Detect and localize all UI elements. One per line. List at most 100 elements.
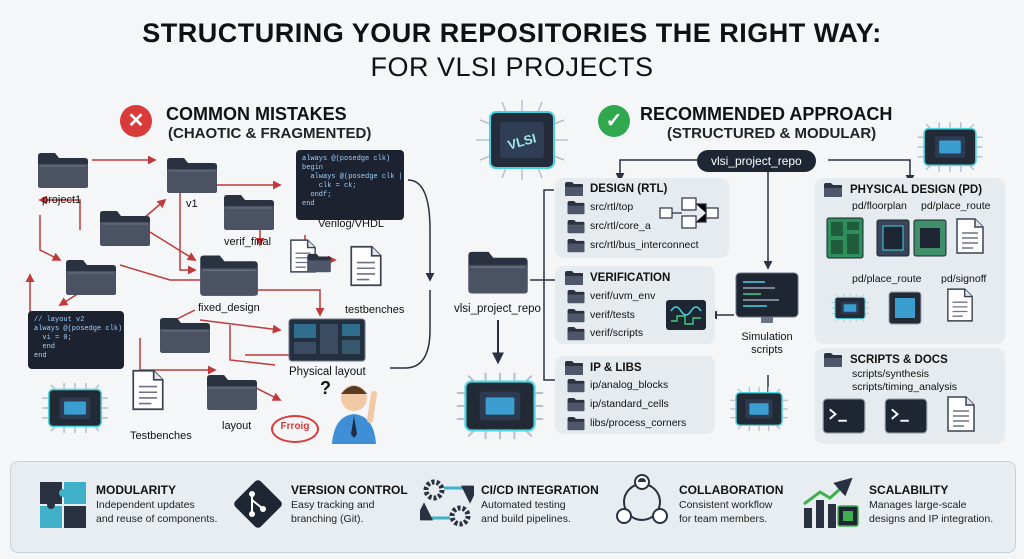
folder-icon bbox=[566, 378, 586, 393]
error-stamp: Frroig bbox=[271, 415, 319, 443]
pd-item-signoff[interactable]: pd/signoff bbox=[941, 273, 987, 285]
physical-layout-board-icon bbox=[288, 318, 366, 362]
folder-icon bbox=[566, 326, 586, 341]
repo-tree-lines bbox=[530, 159, 915, 402]
repo-root-pill[interactable]: vlsi_project_repo bbox=[697, 150, 816, 172]
vlsi-chip-top-icon: VLSI bbox=[476, 100, 568, 180]
benefit-modularity-title: MODULARITY bbox=[96, 483, 176, 497]
vlsi-chip-icon bbox=[40, 380, 110, 436]
waveform-icon bbox=[666, 300, 706, 330]
ip-folder-icon bbox=[563, 360, 585, 376]
scripts-title: SCRIPTS & DOCS bbox=[850, 354, 948, 366]
benefit-cicd-text2: and build pipelines. bbox=[481, 513, 571, 525]
gears-icon bbox=[420, 479, 474, 527]
testbench-stack-icon bbox=[131, 362, 165, 418]
verif-item-scripts[interactable]: verif/scripts bbox=[590, 327, 644, 339]
terminal-icon-2 bbox=[884, 398, 928, 434]
folder-misc-icon bbox=[98, 208, 152, 248]
pd-item-floorplan[interactable]: pd/floorplan bbox=[852, 200, 907, 212]
simulation-label: Simulation scripts bbox=[741, 331, 793, 356]
folder-verif-final-icon bbox=[222, 192, 276, 232]
folder-v1-icon bbox=[165, 155, 219, 195]
design-item-core[interactable]: src/rtl/core_a bbox=[590, 220, 651, 232]
folder-icon bbox=[566, 397, 586, 412]
pd-title: PHYSICAL DESIGN (PD) bbox=[850, 184, 983, 196]
route-chip-icon bbox=[913, 219, 947, 257]
design-item-top[interactable]: src/rtl/top bbox=[590, 201, 634, 213]
folder-icon bbox=[566, 416, 586, 431]
benefit-cicd-title: CI/CD INTEGRATION bbox=[481, 483, 599, 497]
error-x-icon: ✕ bbox=[120, 105, 152, 137]
chip-bottom-right-icon bbox=[728, 385, 790, 433]
pd-item-place-route-1[interactable]: pd/place_route bbox=[921, 200, 991, 212]
approach-subheading: (STRUCTURED & MODULAR) bbox=[667, 125, 877, 142]
label-testbenches2: Testbenches bbox=[130, 430, 192, 442]
scripts-folder-icon bbox=[822, 352, 844, 368]
benefit-scale-text1: Manages large-scale bbox=[869, 499, 967, 511]
benefit-vc-title: VERSION CONTROL bbox=[291, 483, 408, 497]
layout-chip-icon bbox=[888, 291, 922, 325]
folder-project1-icon bbox=[36, 150, 90, 190]
floorplan-icon bbox=[826, 217, 864, 259]
ip-title: IP & LIBS bbox=[590, 362, 642, 374]
svg-text:?: ? bbox=[320, 378, 331, 398]
page-subtitle: FOR VLSI PROJECTS bbox=[370, 52, 654, 82]
folder-icon bbox=[566, 238, 586, 253]
layout-code-snippet: // layout v2 always @(posedge clk) vi = … bbox=[28, 311, 124, 369]
verification-folder-icon bbox=[563, 270, 585, 286]
mistakes-subheading: (CHAOTIC & FRAGMENTED) bbox=[168, 125, 372, 142]
ip-item-cells[interactable]: ip/standard_cells bbox=[590, 398, 669, 410]
design-folder-icon bbox=[563, 181, 585, 197]
benefit-collab-title: COLLABORATION bbox=[679, 483, 784, 497]
benefit-modularity-text1: Independent updates bbox=[96, 499, 195, 511]
folder-fixed-design-icon bbox=[197, 252, 261, 298]
verif-item-uvm[interactable]: verif/uvm_env bbox=[590, 290, 656, 302]
benefit-cicd-text1: Automated testing bbox=[481, 499, 566, 511]
label-project1: project1 bbox=[42, 194, 82, 206]
label-fixed-design: fixed_design bbox=[198, 302, 260, 314]
cpu-icon bbox=[830, 292, 870, 324]
folder-icon bbox=[566, 219, 586, 234]
ip-item-corners[interactable]: libs/process_corners bbox=[590, 417, 687, 429]
check-icon: ✓ bbox=[598, 105, 630, 137]
benefit-collab-text1: Consistent workflow bbox=[679, 499, 773, 511]
label-verif-final: verif_final bbox=[224, 236, 272, 248]
board-icon bbox=[876, 219, 910, 257]
label-testbenches: testbenches bbox=[345, 304, 405, 316]
team-icon bbox=[616, 474, 668, 524]
docs-stack-icon bbox=[946, 394, 976, 434]
folder-icon bbox=[566, 289, 586, 304]
label-v1: v1 bbox=[186, 198, 198, 210]
small-folder-icon bbox=[306, 252, 332, 274]
verif-item-tests[interactable]: verif/tests bbox=[590, 309, 635, 321]
benefit-collab-text2: for team members. bbox=[679, 513, 768, 525]
label-verilog: Verilog/VHDL bbox=[318, 218, 385, 230]
scripts-item-timing[interactable]: scripts/timing_analysis bbox=[852, 381, 958, 393]
label-physical-layout: Physical layout bbox=[289, 366, 366, 378]
approach-heading: RECOMMENDED APPROACH bbox=[640, 104, 893, 124]
settings-doc-icon bbox=[955, 216, 985, 256]
growth-icon bbox=[803, 477, 859, 528]
terminal-icon bbox=[822, 398, 866, 434]
git-icon bbox=[234, 480, 282, 528]
folder-layout-icon bbox=[205, 372, 259, 412]
confused-engineer-icon: ? bbox=[320, 378, 377, 444]
benefit-modularity-text2: and reuse of components. bbox=[96, 513, 218, 525]
mistakes-heading: COMMON MISTAKES bbox=[166, 104, 347, 124]
pd-folder-icon bbox=[822, 182, 844, 198]
folder-icon bbox=[566, 308, 586, 323]
design-item-bus[interactable]: src/rtl/bus_interconnect bbox=[590, 239, 699, 251]
design-title: DESIGN (RTL) bbox=[590, 183, 668, 195]
verification-title: VERIFICATION bbox=[590, 272, 671, 284]
central-repo-label: vlsi_project_repo bbox=[454, 303, 541, 315]
pd-item-place-route-2[interactable]: pd/place_route bbox=[852, 273, 922, 285]
benefit-scale-text2: designs and IP integration. bbox=[869, 513, 994, 525]
chip-label: VLSI bbox=[506, 131, 538, 153]
puzzle-icon bbox=[40, 482, 86, 528]
verilog-code-snippet: always @(posedge clk) begin always @(pos… bbox=[296, 150, 404, 220]
central-repo-folder-icon bbox=[466, 248, 530, 296]
scripts-item-synthesis[interactable]: scripts/synthesis bbox=[852, 368, 930, 380]
ip-item-analog[interactable]: ip/analog_blocks bbox=[590, 379, 669, 391]
benefit-scale-title: SCALABILITY bbox=[869, 483, 949, 497]
testbench-file-icon bbox=[349, 242, 383, 290]
